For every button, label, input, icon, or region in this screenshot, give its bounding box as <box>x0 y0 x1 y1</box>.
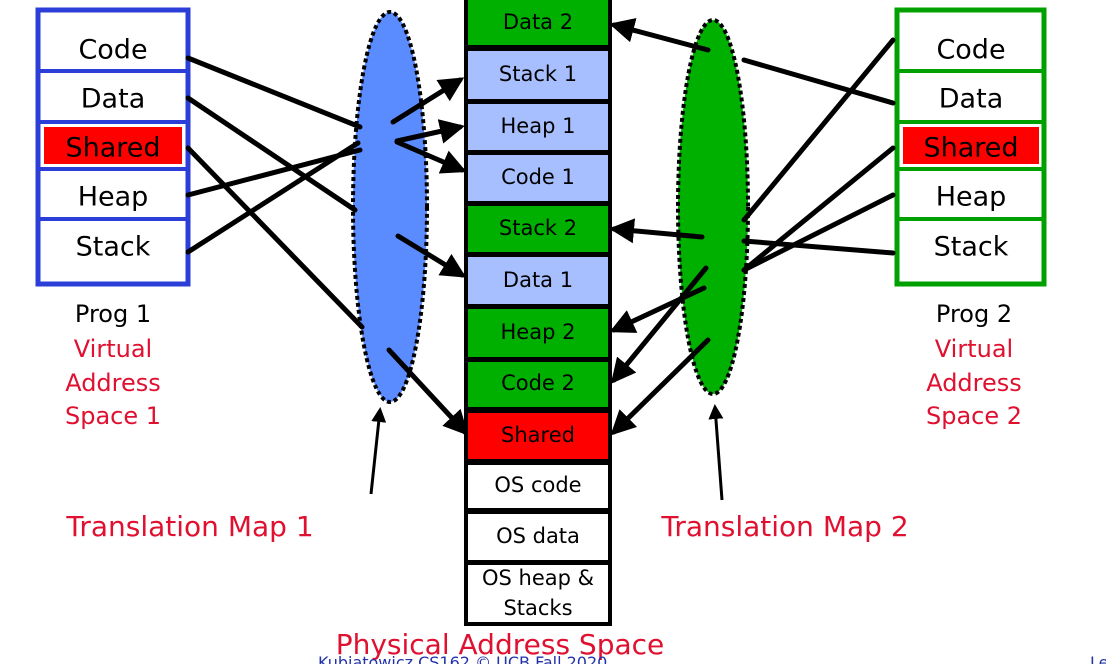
map1-line-code-out <box>394 139 467 174</box>
map2-line-data-in <box>741 57 896 106</box>
phys-segment-os-data <box>468 514 608 560</box>
phys-label-shared: Shared <box>501 423 575 447</box>
prog1-caption-line1: Virtual <box>74 335 152 363</box>
footer-credit: Kubiatowicz CS162 © UCB Fall 2020 <box>318 653 607 664</box>
physical-address-space: Data 2 Stack 1 Heap 1 Code 1 Stack 2 Dat… <box>464 0 612 626</box>
phys-label-heap-1: Heap 1 <box>501 114 576 138</box>
phys-segment-os-code <box>468 465 608 508</box>
map2-line-stack-in <box>741 238 896 256</box>
map1-line-data-out <box>395 233 467 278</box>
map2-line-heap-out <box>609 285 707 333</box>
phys-label-code-1: Code 1 <box>501 165 575 189</box>
phys-label-os-code: OS code <box>494 473 581 497</box>
translation-map-1-ellipse <box>351 10 429 404</box>
prog2-segment-data: Data <box>939 84 1003 115</box>
map2-line-stack-out <box>609 218 705 244</box>
map1-line-heap-out <box>394 119 465 144</box>
prog2-shared-fill <box>903 127 1039 164</box>
phys-label-os-heap-line2: Stacks <box>503 596 572 620</box>
map1-line-shared-in <box>185 145 365 330</box>
map1-line-data-in <box>185 95 358 213</box>
phys-label-os-heap-line1: OS heap & <box>482 566 594 590</box>
phys-segment-code-2 <box>468 362 608 407</box>
phys-label-heap-2: Heap 2 <box>501 320 576 344</box>
phys-segment-shared <box>468 413 608 459</box>
map2-line-shared-out <box>610 337 711 436</box>
prog1-label: Prog 1 <box>75 300 151 328</box>
map1-pointer-line <box>369 407 387 495</box>
prog1-segment-code: Code <box>78 35 147 66</box>
prog2-caption-line1: Virtual <box>935 335 1013 363</box>
prog2-mapping-lines <box>609 18 896 436</box>
map2-line-heap-in <box>741 192 896 273</box>
prog1-segment-heap: Heap <box>78 182 149 213</box>
phys-segment-data-2 <box>468 0 608 45</box>
phys-segment-stack-1 <box>468 51 608 99</box>
map1-line-shared-out <box>386 347 469 436</box>
phys-label-code-2: Code 2 <box>501 371 575 395</box>
phys-segment-code-1 <box>468 155 608 201</box>
phys-label-stack-2: Stack 2 <box>499 216 577 240</box>
phys-label-os-data: OS data <box>496 524 580 548</box>
translation-map-1-label: Translation Map 1 <box>65 510 313 543</box>
prog1-segment-data: Data <box>81 84 145 115</box>
phys-label-stack-1: Stack 1 <box>499 62 577 86</box>
map1-line-stack-in <box>185 140 361 255</box>
physical-address-space-title: Physical Address Space <box>336 628 665 661</box>
prog2-caption-line2: Address <box>926 369 1022 397</box>
prog2-segment-code: Code <box>936 35 1005 66</box>
phys-segment-heap-2 <box>468 309 608 357</box>
prog1-caption-line2: Address <box>65 369 161 397</box>
prog2-caption-line3: Space 2 <box>926 402 1022 430</box>
prog1-segment-stack: Stack <box>76 232 151 263</box>
map2-line-data-out <box>609 18 711 53</box>
map1-line-stack-out <box>390 77 465 125</box>
prog2-virtual-address-space: Code Data Shared Heap Stack <box>894 7 1047 287</box>
phys-segment-os-heap-stacks <box>468 565 608 622</box>
map2-pointer-line <box>708 404 724 501</box>
prog1-virtual-address-space: Code Data Shared Heap Stack <box>35 7 191 287</box>
phys-segment-data-1 <box>468 257 608 304</box>
prog2-segment-shared: Shared <box>923 133 1018 164</box>
map2-line-code-out <box>610 265 709 384</box>
prog2-segment-heap: Heap <box>936 182 1007 213</box>
translation-map-2-ellipse <box>676 18 750 396</box>
phys-segment-heap-1 <box>468 104 608 150</box>
translation-map-2-label: Translation Map 2 <box>660 510 908 543</box>
prog1-shared-fill <box>44 127 182 164</box>
map1-line-code-in <box>185 55 363 130</box>
prog2-label: Prog 2 <box>936 300 1012 328</box>
prog1-caption-line3: Space 1 <box>65 402 161 430</box>
prog1-mapping-lines <box>185 55 469 436</box>
phys-label-data-1: Data 1 <box>503 268 573 292</box>
phys-segment-stack-2 <box>468 206 608 252</box>
footer-lecture: Lec <box>1090 653 1106 664</box>
phys-label-data-2: Data 2 <box>503 10 573 34</box>
map2-line-shared-in <box>741 145 896 273</box>
prog1-segment-shared: Shared <box>65 133 160 164</box>
prog2-segment-stack: Stack <box>934 232 1009 263</box>
map2-line-code-in <box>741 37 896 223</box>
